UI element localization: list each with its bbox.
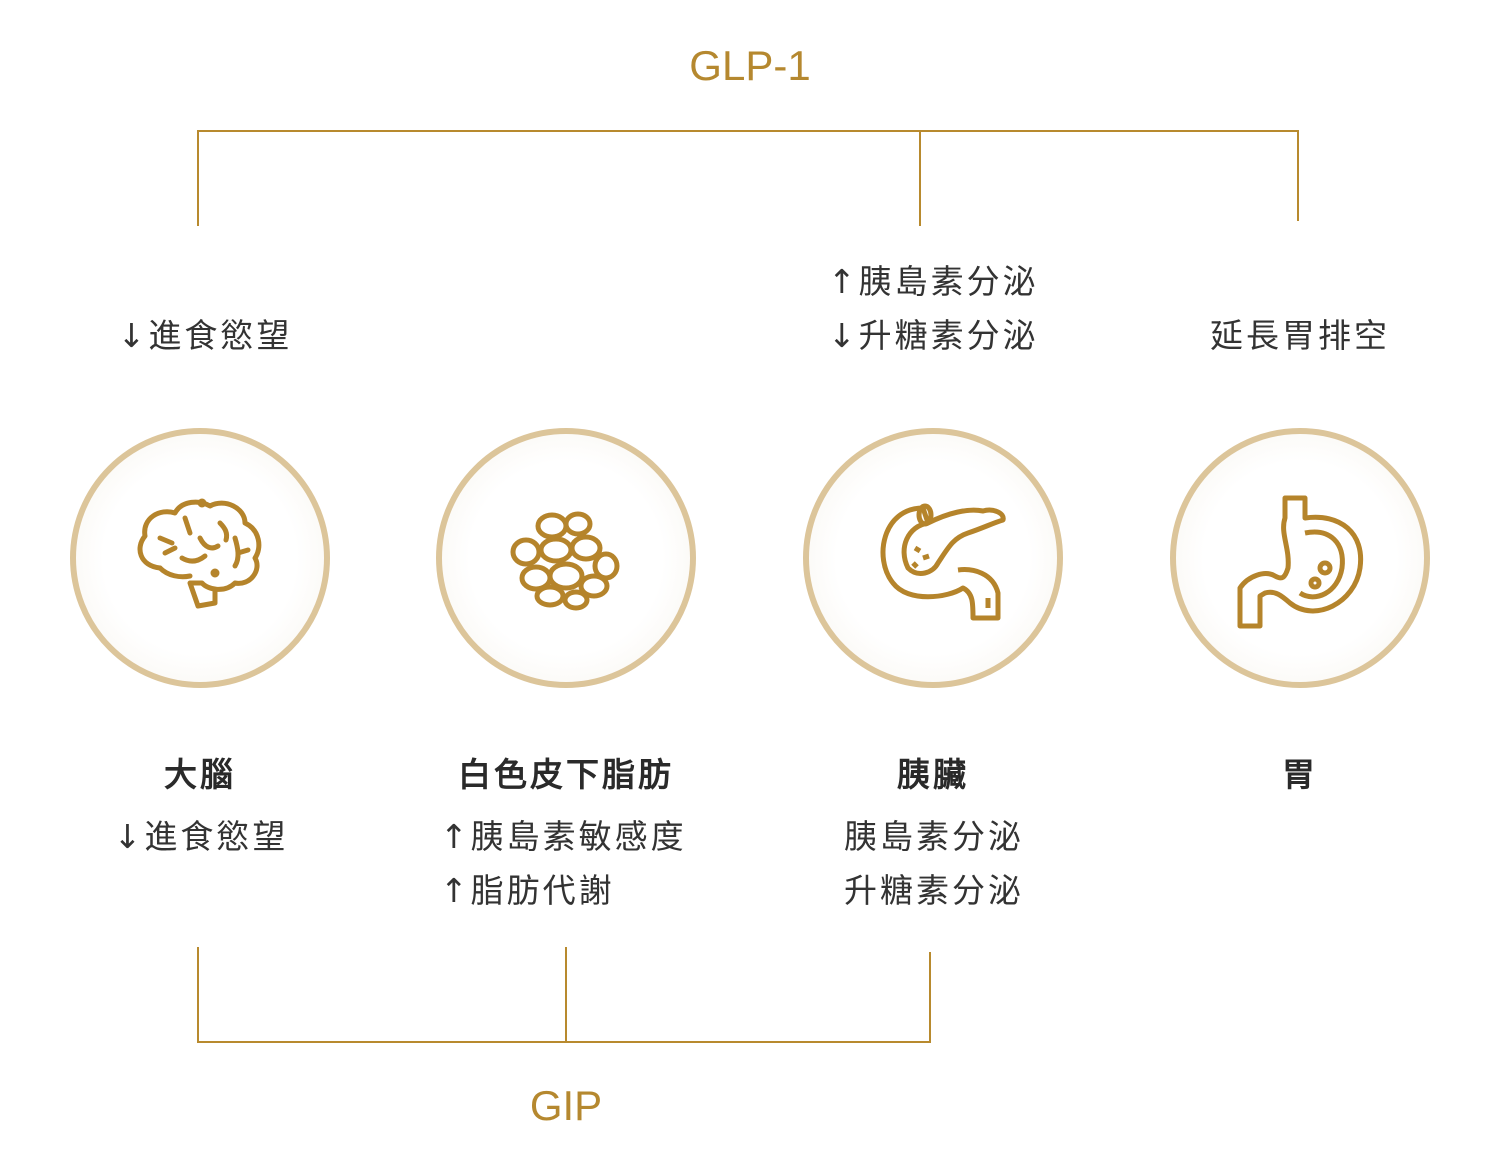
pancreas-circle <box>803 428 1063 688</box>
fat-cells-icon <box>510 511 620 611</box>
gip-bracket-fat <box>565 947 567 1043</box>
glp1-label: GLP-1 <box>689 42 811 89</box>
gip-fat-effect: ↑脂肪代謝 <box>440 871 615 910</box>
gip-bracket-horizontal <box>197 1041 931 1043</box>
gip-bracket-pancreas <box>929 952 931 1043</box>
glp1-bracket-horizontal <box>197 130 1299 132</box>
organ-name-fat: 白色皮下脂肪 <box>458 755 674 794</box>
gip-brain-effect: ↓進食慾望 <box>113 817 289 856</box>
brain-circle <box>70 428 330 688</box>
stomach-icon <box>1237 495 1364 629</box>
stomach-circle <box>1170 428 1430 688</box>
gip-pancreas-effect: 升糖素分泌 <box>844 871 1024 910</box>
glp1-bracket-brain <box>197 130 199 226</box>
gip-pancreas-effect: 胰島素分泌 <box>844 817 1024 856</box>
organ-name-pancreas: 胰臟 <box>897 755 969 794</box>
glp1-pancreas-effect: ↓升糖素分泌 <box>828 316 1039 355</box>
fat-circle <box>436 428 696 688</box>
glp1-brain-effect: ↓進食慾望 <box>117 316 293 355</box>
gip-fat-effect: ↑胰島素敏感度 <box>440 817 687 856</box>
glp1-pancreas-effect: ↑胰島素分泌 <box>828 262 1039 301</box>
organ-name-stomach: 胃 <box>1282 755 1318 794</box>
pancreas-icon <box>880 503 1006 621</box>
gip-label: GIP <box>529 1082 603 1129</box>
glp1-bracket-pancreas <box>919 130 921 226</box>
glp1-bracket-stomach <box>1297 130 1299 221</box>
glp1-stomach-effect: 延長胃排空 <box>1210 316 1390 355</box>
organ-name-brain: 大腦 <box>164 755 236 794</box>
gip-bracket-brain <box>197 947 199 1043</box>
brain-icon <box>137 498 262 609</box>
